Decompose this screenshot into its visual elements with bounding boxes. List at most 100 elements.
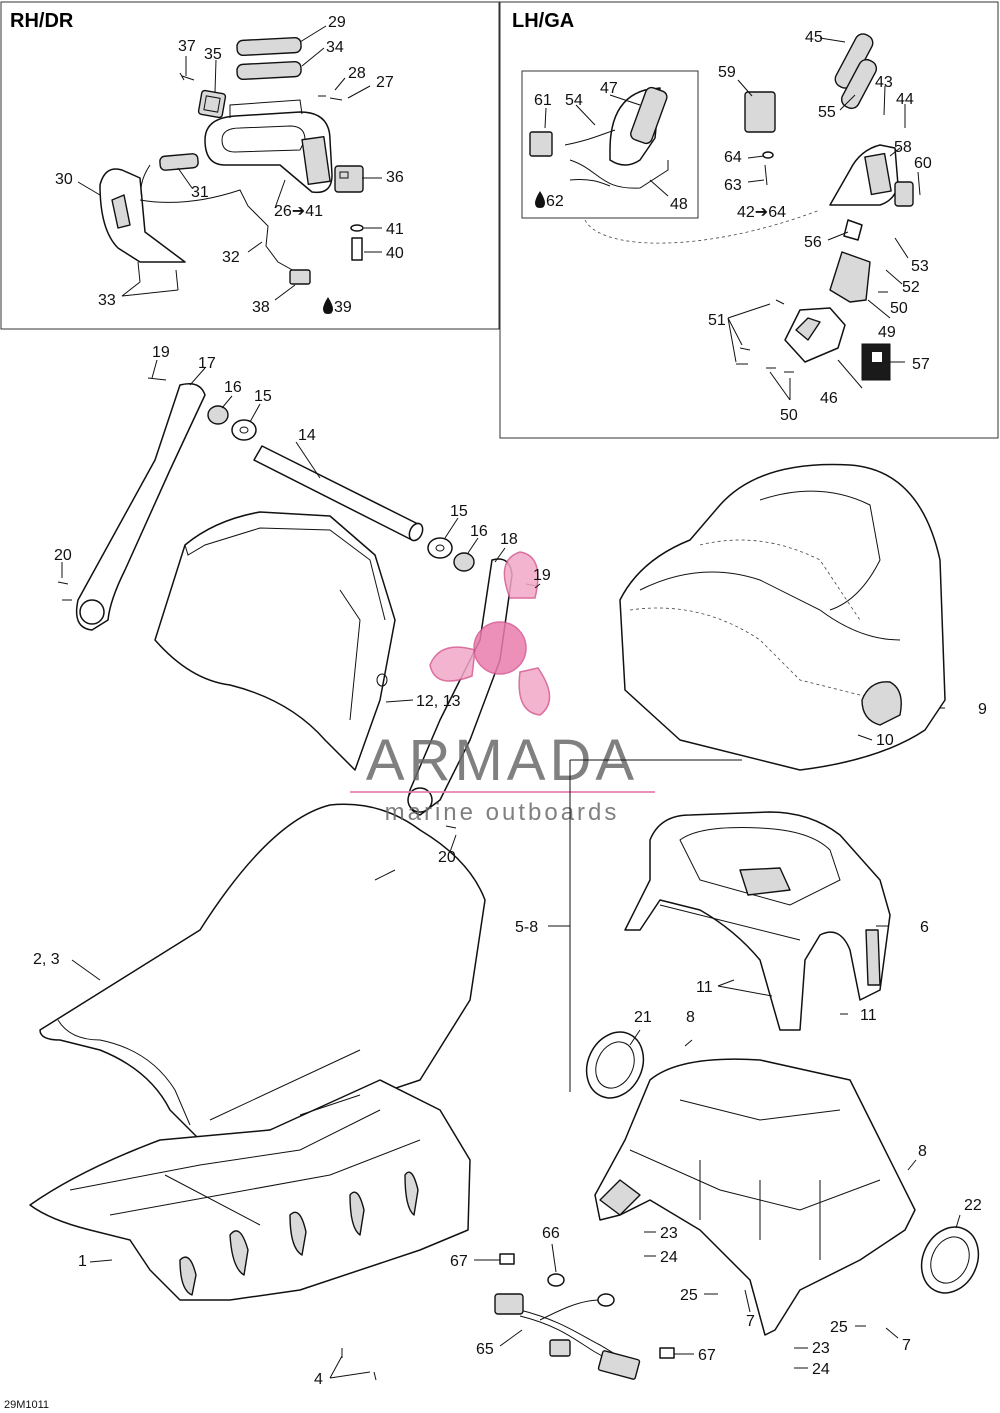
- propeller-logo-icon: [429, 551, 551, 716]
- callout-9: 9: [978, 701, 987, 718]
- callout-63: 63: [724, 177, 742, 194]
- callout-5-8: 5-8: [515, 919, 538, 936]
- callout-53: 53: [911, 258, 929, 275]
- callout-66: 66: [542, 1225, 560, 1242]
- harness-65: [494, 1253, 675, 1380]
- callout-54: 54: [565, 92, 583, 109]
- callout-50a: 50: [890, 300, 908, 317]
- washer-15b: [427, 537, 453, 559]
- callout-67b: 67: [698, 1347, 716, 1364]
- arm-17: [75, 383, 206, 631]
- callout-16a: 16: [224, 379, 242, 396]
- lh-panel: LH/GA: [499, 1, 999, 439]
- callout-31: 31: [191, 184, 209, 201]
- handle-body-42: [829, 144, 914, 207]
- callout-4: 4: [314, 1371, 323, 1388]
- callout-52: 52: [902, 279, 920, 296]
- drop-icon-39: [323, 297, 333, 314]
- callout-56: 56: [804, 234, 822, 251]
- callout-11a: 11: [696, 979, 713, 996]
- cap-21: [585, 1031, 645, 1099]
- callout-40: 40: [386, 245, 404, 262]
- callout-58: 58: [894, 139, 912, 156]
- drop-icon-62: [535, 191, 545, 208]
- callout-8a: 8: [686, 1009, 695, 1026]
- callout-19b: 19: [533, 567, 551, 584]
- callout-65: 65: [476, 1341, 494, 1358]
- callout-20a: 20: [54, 547, 72, 564]
- callout-1: 1: [78, 1253, 87, 1270]
- callout-19a: 19: [152, 344, 170, 361]
- callout-16b: 16: [470, 523, 488, 540]
- label-57: [861, 343, 891, 381]
- callout-6: 6: [920, 919, 929, 936]
- shaft-14: [253, 445, 424, 542]
- grip-34: [236, 60, 302, 81]
- callout-47: 47: [600, 80, 618, 97]
- callout-labels: 29 34 37 35 28 27 30 31 36 26➔41 41 40 3…: [4, 14, 987, 1411]
- wiring-harness-48: [529, 86, 669, 189]
- drawing-code: 29M1011: [4, 1399, 49, 1411]
- callout-24b: 24: [812, 1361, 830, 1378]
- callout-57: 57: [912, 356, 930, 373]
- callout-42-64: 42➔64: [737, 204, 786, 221]
- callout-7b: 7: [902, 1337, 911, 1354]
- callout-25b: 25: [830, 1319, 848, 1336]
- watermark-tagline: marine outboards: [385, 799, 620, 826]
- seat-cover-2-3: [39, 803, 486, 1141]
- rh-panel: RH/DR: [0, 1, 500, 330]
- callout-37: 37: [178, 38, 196, 55]
- storage-bin-6: [624, 811, 891, 1031]
- callout-46: 46: [820, 390, 838, 407]
- callout-14: 14: [298, 427, 316, 444]
- callout-67a: 67: [450, 1253, 468, 1270]
- callout-45: 45: [805, 29, 823, 46]
- callout-35: 35: [204, 46, 222, 63]
- callout-23a: 23: [660, 1225, 678, 1242]
- handle-body-26: [204, 99, 333, 194]
- frame-5-8: [594, 1058, 916, 1336]
- callout-7a: 7: [746, 1313, 755, 1330]
- callout-41: 41: [386, 221, 404, 238]
- callout-29: 29: [328, 14, 346, 31]
- backrest-12-13: [154, 511, 396, 771]
- callout-49: 49: [878, 324, 896, 341]
- seat-9-10: [619, 463, 946, 771]
- callout-11b: 11: [860, 1007, 877, 1024]
- leader-lines: [61, 25, 961, 1379]
- callout-25a: 25: [680, 1287, 698, 1304]
- callout-36: 36: [386, 169, 404, 186]
- callout-59: 59: [718, 64, 736, 81]
- callout-17: 17: [198, 355, 216, 372]
- callout-48: 48: [670, 196, 688, 213]
- callout-2-3: 2, 3: [33, 951, 60, 968]
- callout-39: 39: [334, 299, 352, 316]
- callout-8b: 8: [918, 1143, 927, 1160]
- callout-61: 61: [534, 92, 552, 109]
- callout-26-41: 26➔41: [274, 203, 323, 220]
- bushing-16b: [453, 552, 475, 572]
- callout-55: 55: [818, 104, 836, 121]
- callout-23b: 23: [812, 1340, 830, 1357]
- callout-21: 21: [634, 1009, 652, 1026]
- bracket-52: [829, 219, 871, 303]
- lh-panel-title: LH/GA: [512, 10, 574, 32]
- cover-30: [99, 168, 186, 263]
- callout-51: 51: [708, 312, 726, 329]
- washer-15a: [231, 419, 257, 441]
- callout-32: 32: [222, 249, 240, 266]
- connector-36: [334, 165, 364, 193]
- callout-20b: 20: [438, 849, 456, 866]
- callout-64: 64: [724, 149, 742, 166]
- callout-43: 43: [875, 74, 893, 91]
- cap-22: [920, 1226, 980, 1294]
- callout-22: 22: [964, 1197, 982, 1214]
- callout-24a: 24: [660, 1249, 678, 1266]
- callout-34: 34: [326, 39, 344, 56]
- seat-base-1: [29, 1079, 471, 1301]
- callout-15a: 15: [254, 388, 272, 405]
- cover-46: [784, 307, 846, 363]
- switch-35: [197, 89, 227, 119]
- callout-38: 38: [252, 299, 270, 316]
